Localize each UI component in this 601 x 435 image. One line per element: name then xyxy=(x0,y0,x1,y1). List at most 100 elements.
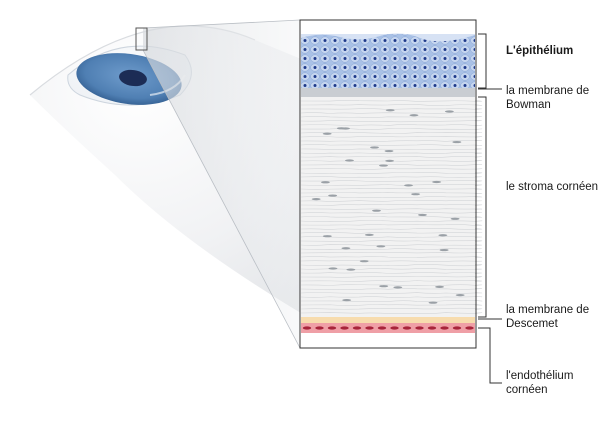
magnification-cone xyxy=(142,19,301,349)
stroma-fiber xyxy=(300,231,483,234)
pupil xyxy=(119,69,147,87)
stroma-fiber xyxy=(300,304,483,306)
endothelial-nucleus xyxy=(340,326,349,330)
stroma-fiber xyxy=(300,288,483,290)
stroma-fiber xyxy=(300,227,483,230)
label-epithelium: L'épithélium xyxy=(506,45,574,57)
keratocyte xyxy=(341,247,351,250)
keratocyte xyxy=(417,213,427,217)
endothelium-layer xyxy=(301,323,475,333)
stroma-layer xyxy=(301,97,475,317)
endothelial-nucleus xyxy=(402,326,412,330)
keratocyte xyxy=(328,267,338,270)
keratocyte xyxy=(455,294,465,297)
stroma-fiber xyxy=(300,264,483,267)
stroma-fiber xyxy=(300,188,483,190)
bracket-endothelium xyxy=(478,327,502,384)
keratocyte xyxy=(336,127,346,130)
endothelial-nucleus xyxy=(390,326,399,330)
bracket-epithelium xyxy=(478,33,487,89)
keratocyte xyxy=(364,233,374,236)
stroma-fiber xyxy=(300,240,483,243)
label-endothelium-line2: cornéen xyxy=(506,384,548,396)
stroma-fiber xyxy=(300,296,483,298)
bracket-stroma xyxy=(478,96,487,318)
label-descemet-line2: Descemet xyxy=(506,318,558,330)
stroma-fiber xyxy=(300,280,483,282)
label-descemet-line1: la membrane de xyxy=(506,304,590,316)
keratocyte xyxy=(404,184,414,187)
stroma-fiber xyxy=(300,236,483,238)
endothelial-nucleus xyxy=(327,326,337,330)
stroma-fiber xyxy=(300,144,483,146)
stroma-fiber xyxy=(300,208,483,210)
keratocyte xyxy=(376,245,386,248)
stroma-fiber xyxy=(300,224,483,226)
stroma-fiber xyxy=(300,284,483,286)
keratocyte xyxy=(320,181,330,184)
keratocyte xyxy=(450,217,460,220)
label-endothelium-line1: l'endothélium xyxy=(506,370,574,382)
stroma-fiber xyxy=(300,200,483,202)
label-stroma: le stroma cornéen xyxy=(506,181,599,193)
stroma-fiber xyxy=(300,127,483,130)
keratocyte xyxy=(438,234,448,237)
keratocyte xyxy=(428,301,438,304)
stroma-fiber xyxy=(300,131,483,134)
stroma-fiber xyxy=(300,307,483,310)
keratocyte xyxy=(346,268,356,271)
keratocyte xyxy=(384,149,394,153)
endothelial-nucleus xyxy=(365,326,374,330)
keratocyte xyxy=(411,193,421,196)
descemet-layer xyxy=(301,317,475,323)
keratocyte xyxy=(378,164,388,167)
stroma-fiber xyxy=(300,248,483,250)
stroma-fiber xyxy=(300,140,483,142)
cornea-cross-section xyxy=(299,19,483,349)
stroma-fiber xyxy=(300,276,483,278)
stroma-fiber xyxy=(300,292,483,294)
stroma-fiber xyxy=(300,191,483,195)
stroma-fiber xyxy=(300,104,483,106)
stroma-fiber xyxy=(300,204,483,206)
stroma-fiber xyxy=(300,212,483,214)
label-bowman-line2: Bowman xyxy=(506,99,551,111)
endothelial-nucleus xyxy=(352,326,362,330)
stroma-fiber xyxy=(300,176,483,178)
endothelium-cells xyxy=(302,326,474,330)
stroma-fiber xyxy=(300,148,483,150)
stroma-fiber xyxy=(300,160,483,162)
epithelium-layer xyxy=(301,34,475,88)
keratocyte xyxy=(328,194,338,197)
endothelial-nucleus xyxy=(452,326,462,330)
keratocyte xyxy=(432,180,442,184)
keratocyte xyxy=(379,285,389,288)
stroma-fiber xyxy=(300,152,483,154)
keratocyte xyxy=(371,209,381,212)
keratocyte xyxy=(385,159,395,162)
endothelial-nucleus xyxy=(302,326,312,330)
stroma-fiber xyxy=(300,120,483,123)
stroma-fiber xyxy=(300,220,483,222)
stroma-fiber xyxy=(300,256,483,258)
magnification-box xyxy=(135,27,148,51)
stroma-fiber xyxy=(300,172,483,174)
endothelial-nucleus xyxy=(427,326,437,330)
keratocyte xyxy=(452,140,462,144)
keratocyte xyxy=(439,248,449,252)
label-bowman-line1: la membrane de xyxy=(506,85,590,97)
stroma-fiber xyxy=(300,251,483,254)
endothelial-nucleus xyxy=(440,326,449,330)
keratocyte xyxy=(393,286,403,289)
stroma-fiber xyxy=(300,312,483,314)
stroma-fiber xyxy=(300,244,483,246)
keratocyte xyxy=(322,132,332,135)
endothelial-nucleus xyxy=(465,326,474,330)
stroma-fiber xyxy=(300,116,483,118)
stroma-fiber xyxy=(300,136,483,138)
bowman-layer xyxy=(301,88,475,97)
keratocyte xyxy=(444,110,454,113)
stroma-fiber xyxy=(300,168,483,170)
stroma-fiber xyxy=(300,124,483,126)
